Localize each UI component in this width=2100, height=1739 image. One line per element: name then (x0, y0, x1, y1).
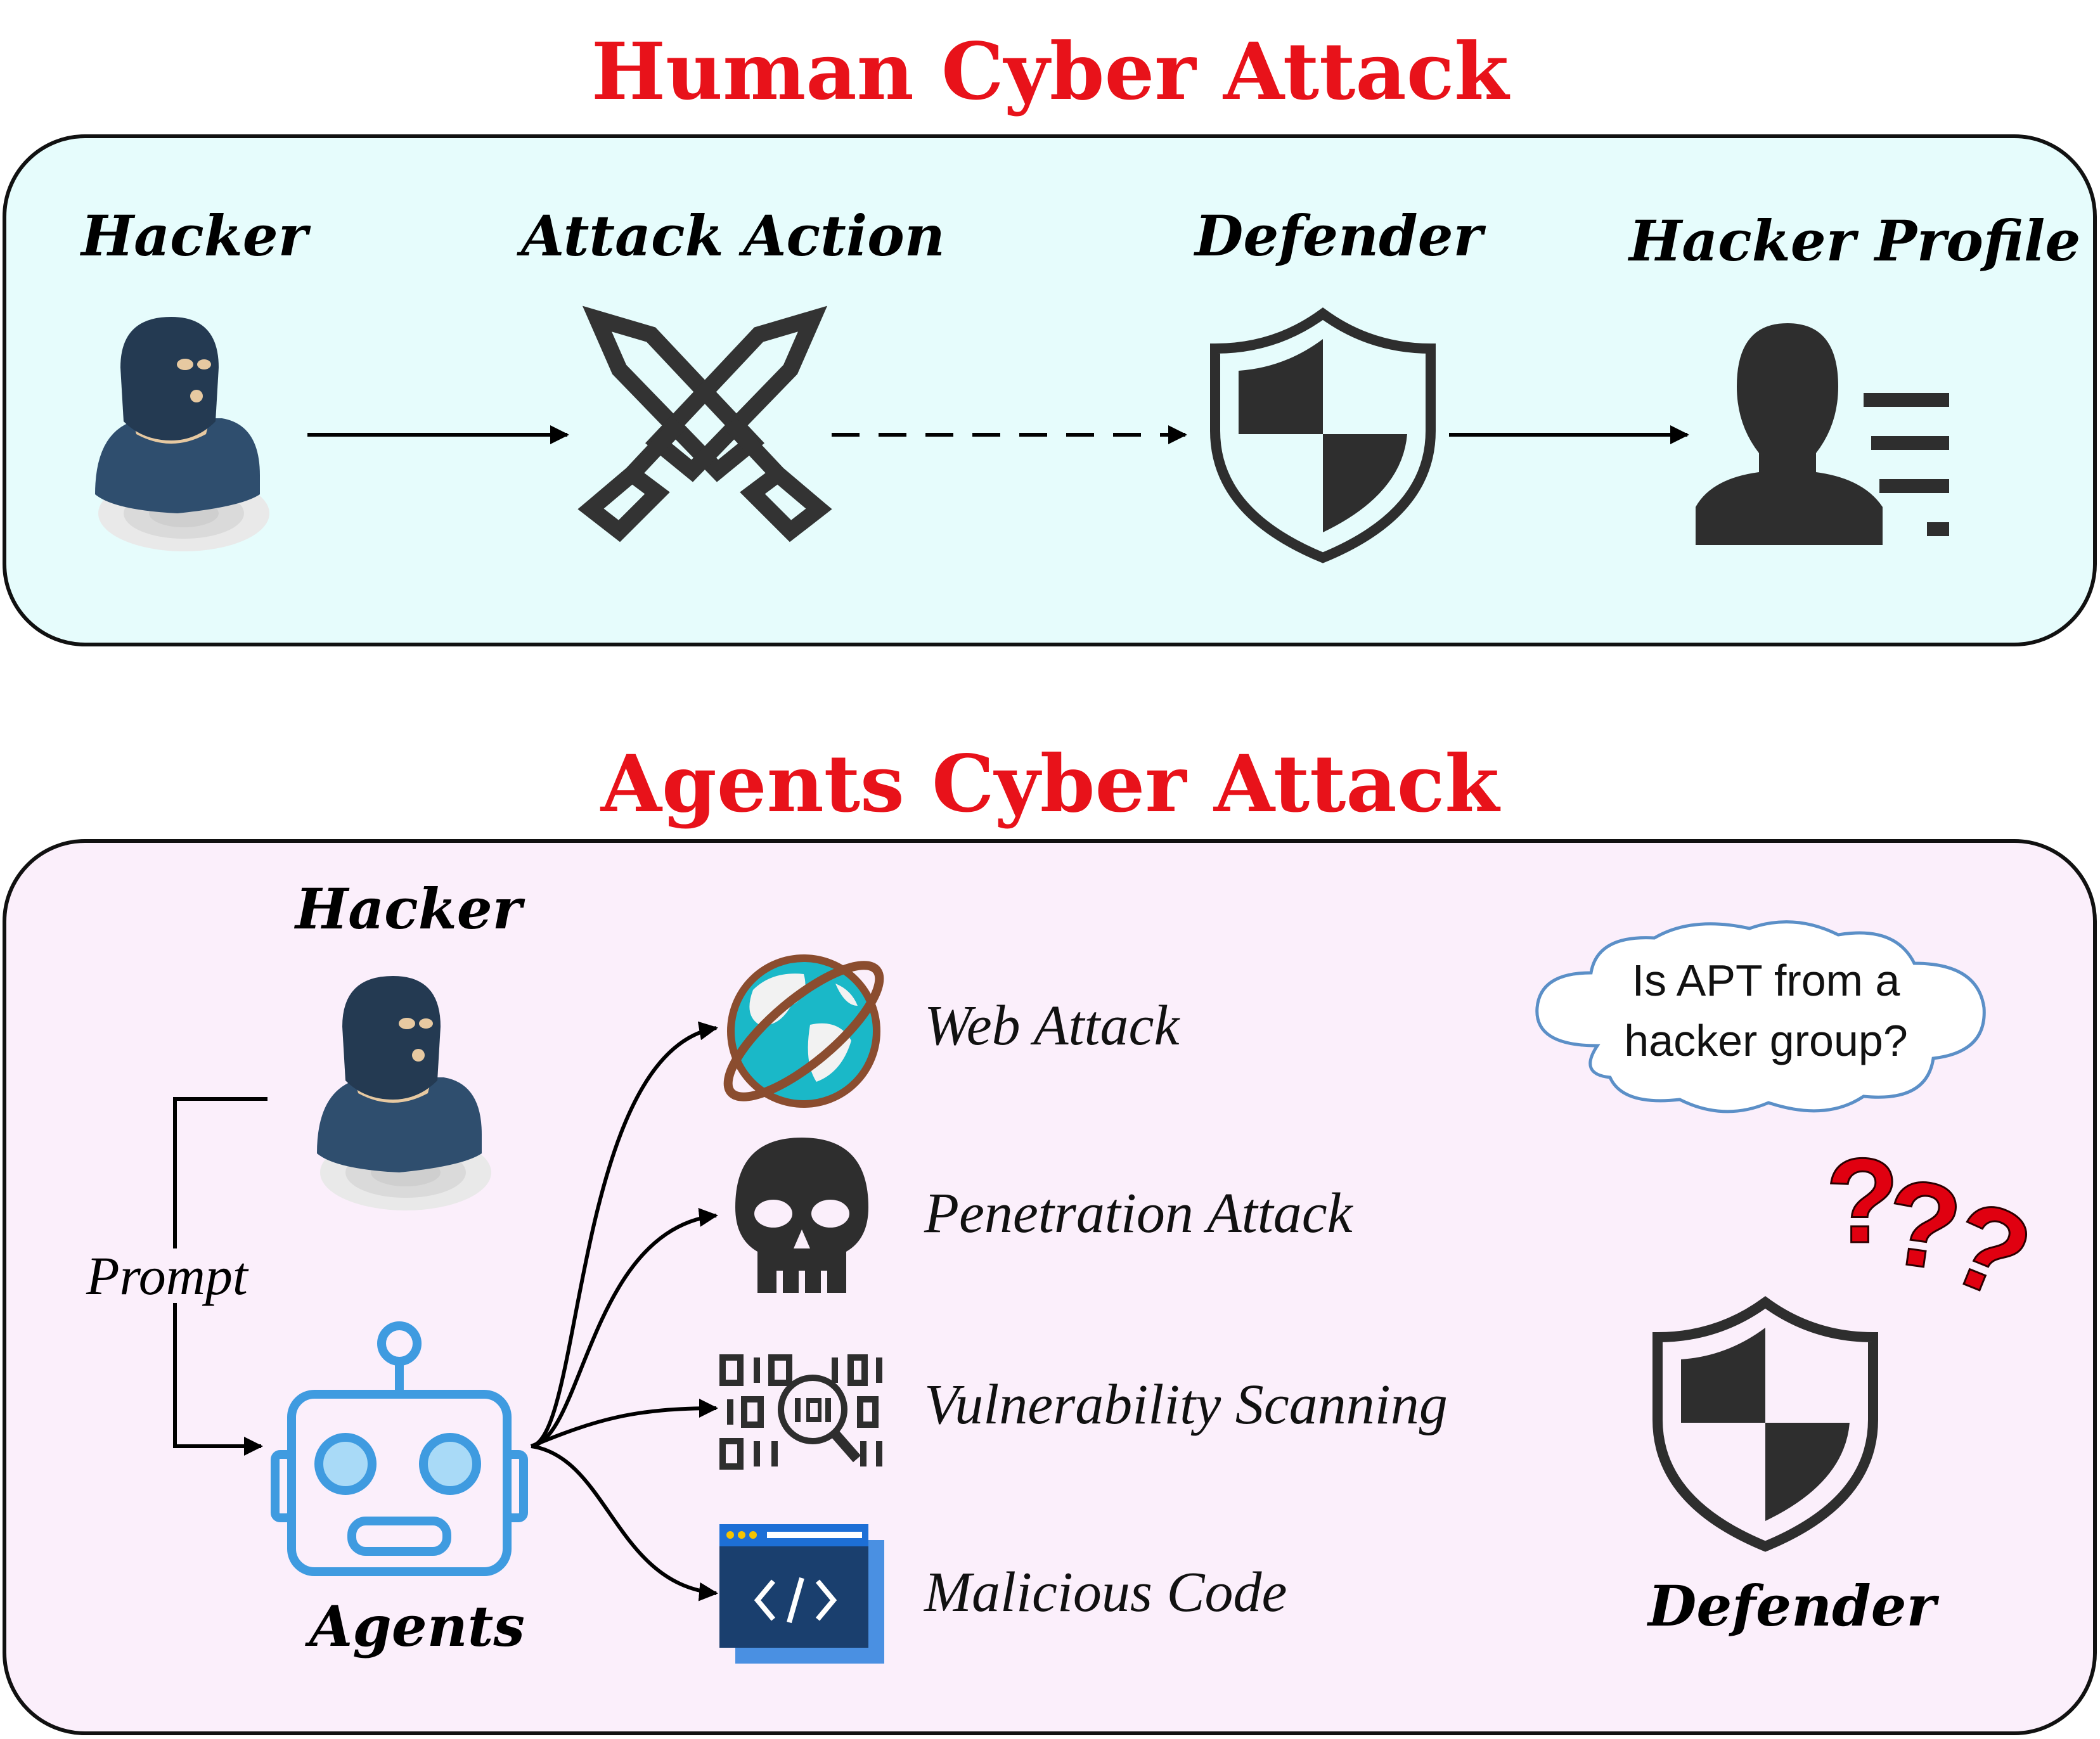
cloud-line-2: hacker group? (1624, 1015, 1908, 1065)
defender-shield-icon (1652, 1296, 1878, 1552)
human-flow-arrows (307, 425, 1689, 444)
cloud-line-1: Is APT from a (1632, 956, 1900, 1005)
crossed-swords-icon (577, 305, 832, 542)
code-window-icon (719, 1524, 884, 1664)
defender-shield-icon (1210, 307, 1436, 563)
question-mark-1: ? (1826, 1134, 1899, 1268)
attack-label-penetration: Penetration Attack (924, 1182, 1353, 1245)
thought-cloud-icon (1535, 920, 1986, 1113)
arrow-to-vulnerability-scanning (530, 1399, 718, 1448)
skull-icon (735, 1138, 868, 1293)
hacker-icon (317, 976, 491, 1210)
attack-label-web: Web Attack (924, 994, 1180, 1057)
arrow-to-malicious-code (531, 1444, 718, 1601)
attack-label-malicious: Malicious Code (924, 1561, 1287, 1624)
globe-planet-icon (723, 954, 884, 1108)
hacker-profile-label: Hacker Profile (1629, 208, 2081, 274)
agents-defender-label: Defender (1648, 1573, 1936, 1639)
question-marks-icon: ? ? ? (1825, 1133, 2050, 1327)
agents-label: Agents (309, 1593, 525, 1659)
arrow-to-penetration-attack (531, 1208, 718, 1448)
arrow-to-web-attack (531, 1021, 718, 1448)
agents-hacker-label: Hacker (295, 876, 522, 942)
hacker-profile-icon (1696, 323, 1949, 545)
human-attack-title: Human Cyber Attack (591, 26, 1509, 118)
hacker-icon (95, 317, 269, 551)
attack-label-vulnerability: Vulnerability Scanning (924, 1373, 1448, 1436)
robot-agent-icon (271, 1321, 528, 1576)
hacker-label: Hacker (81, 203, 308, 269)
prompt-label: Prompt (86, 1245, 248, 1306)
defender-label: Defender (1195, 203, 1483, 269)
agents-attack-title: Agents Cyber Attack (600, 738, 1500, 830)
attack-action-label: Attack Action (521, 203, 945, 269)
binary-scan-icon (719, 1354, 882, 1470)
cloud-question-text: Is APT from a hacker group? (1588, 951, 1943, 1070)
